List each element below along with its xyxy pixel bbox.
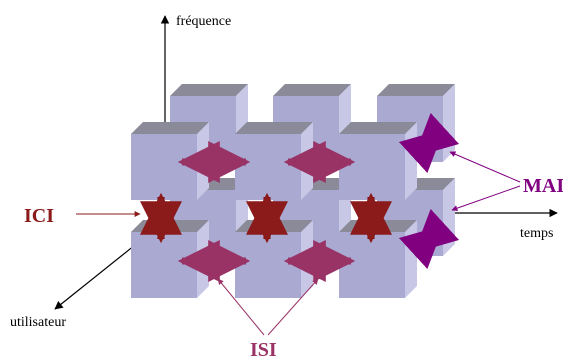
mai-label: MAI <box>523 175 563 197</box>
cube-front-face <box>235 134 301 200</box>
cube-top-face <box>339 122 417 134</box>
cube-front-face <box>131 232 197 298</box>
cube-front-face <box>339 134 405 200</box>
cube-front-face <box>235 232 301 298</box>
cube-top-face <box>273 84 351 96</box>
frequency-axis-label: fréquence <box>176 14 231 29</box>
cube-top-face <box>339 220 417 232</box>
cube-top-face <box>377 84 455 96</box>
cube-top-face <box>170 84 248 96</box>
cube-top-face <box>235 122 313 134</box>
cube-side-face <box>443 178 455 256</box>
isi-callout-line <box>217 278 265 336</box>
time-axis-label: temps <box>520 226 553 241</box>
mai-arrow <box>398 208 460 270</box>
user-axis <box>54 244 136 310</box>
cube-front-face <box>131 134 197 200</box>
mai-arrow-group <box>398 112 460 270</box>
user-axis-label: utilisateur <box>10 315 66 330</box>
cube-top-face <box>131 220 209 232</box>
ici-label: ICI <box>24 205 54 227</box>
cube-top-face <box>131 122 209 134</box>
ici-arrow-group <box>140 192 392 244</box>
mai-callout-line <box>449 151 521 183</box>
isi-arrow-group <box>177 141 356 282</box>
mai-callout-line <box>451 185 521 212</box>
cube-side-face <box>443 84 455 162</box>
cube-side-face <box>405 220 417 298</box>
cube-front-face <box>339 232 405 298</box>
cube-side-face <box>405 122 417 200</box>
isi-callout-line <box>267 278 319 336</box>
mai-arrow <box>398 112 460 174</box>
isi-label: ISI <box>250 339 277 358</box>
cube-top-face <box>235 220 313 232</box>
